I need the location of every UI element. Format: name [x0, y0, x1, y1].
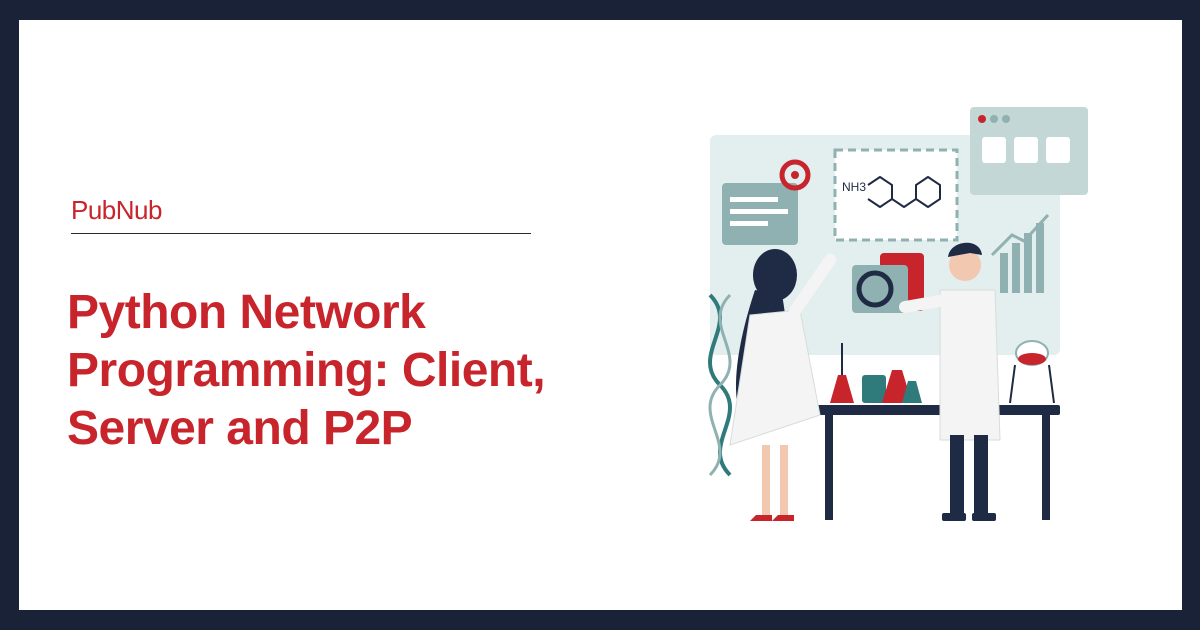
page-title: Python Network Programming: Client, Serv…: [67, 284, 667, 458]
scientists-lab-icon: NH3: [708, 107, 1088, 521]
brand-logo: PubNub: [71, 195, 162, 225]
title-line-2: Programming: Client,: [67, 344, 546, 397]
title-line-1: Python Network: [67, 286, 426, 339]
title-line-3: Server and P2P: [67, 402, 413, 455]
molecule-label: NH3: [842, 180, 866, 194]
divider: [71, 233, 531, 234]
